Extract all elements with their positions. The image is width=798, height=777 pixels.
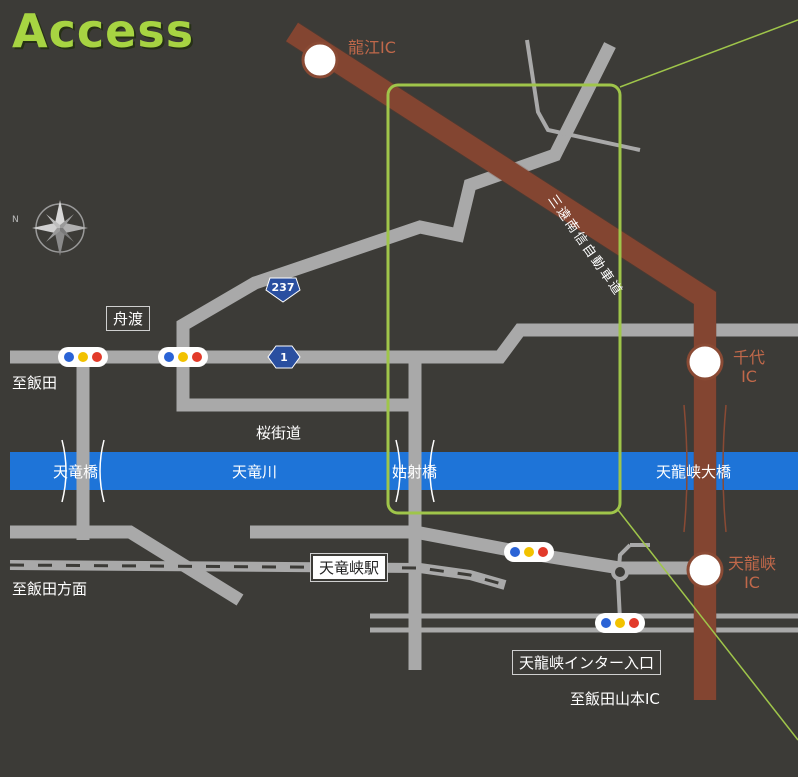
ic-tenryukyo-label-line1: 天龍峡 — [728, 554, 777, 573]
expressway-edge — [285, 21, 717, 700]
traffic-light-4 — [595, 613, 645, 633]
ic-tatsue-marker — [301, 41, 339, 79]
tenryu-river-label: 天竜川 — [232, 463, 278, 481]
ic-tatsue-label: 龍江IC — [348, 38, 396, 57]
route-237-badge: 237 — [271, 280, 295, 294]
thin-road-loop — [615, 543, 632, 621]
tenryu-bridge-label: 天竜橋 — [53, 463, 99, 481]
route-1-road — [10, 323, 798, 364]
ic-chiyo-marker — [686, 343, 724, 381]
bridge-bracket-chiyo-r — [722, 404, 727, 533]
zoom-line-bottom — [617, 509, 798, 741]
route-237-badge-shape — [265, 277, 301, 303]
zoom-line-top — [619, 19, 798, 88]
compass-icon — [32, 200, 88, 256]
sakura-kaido-label: 桜街道 — [256, 424, 302, 442]
roundabout — [611, 563, 629, 581]
highlight-frame — [386, 83, 622, 515]
sakura-kaido-road — [176, 357, 415, 412]
bridge-bracket-tenryu-r — [99, 439, 105, 503]
ic-entrance-label: 天龍峡インター入口 — [512, 650, 662, 675]
route-1-badge-shape — [267, 345, 301, 369]
ic-tenryukyo-label: 天龍峡 IC — [728, 554, 776, 592]
ic-chiyo-label-line2: IC — [741, 367, 757, 386]
to-iida-label: 至飯田 — [12, 374, 58, 392]
bridge-bracket-kashiwai-l — [395, 439, 401, 503]
ic-chiyo-label-line1: 千代 — [733, 348, 766, 367]
funato-label: 舟渡 — [106, 306, 151, 331]
expressway — [286, 22, 716, 700]
ic-chiyo-label: 千代 IC — [733, 348, 765, 386]
route-1-badge: 1 — [280, 350, 288, 364]
traffic-light-2 — [158, 347, 208, 367]
bridge-bracket-kashiwai-r — [429, 439, 435, 503]
traffic-light-1 — [58, 347, 108, 367]
compass-north-mark: N — [12, 215, 19, 225]
traffic-light-3 — [504, 542, 554, 562]
ic-tenryukyo-marker — [686, 551, 724, 589]
ic-tenryukyo-label-line2: IC — [744, 573, 760, 592]
tenryu-river — [10, 452, 798, 490]
to-yamamoto-ic-label: 至飯田山本IC — [570, 690, 660, 708]
to-iida-direction-label: 至飯田方面 — [12, 580, 88, 598]
route-237-road — [176, 42, 616, 357]
diagonal-road — [10, 525, 244, 606]
bridge-bracket-chiyo-l — [683, 404, 688, 533]
kashiwai-bridge-label: 姑射橋 — [392, 463, 438, 481]
bridge-bracket-tenryu-l — [61, 439, 67, 503]
railway-dashes — [9, 563, 506, 587]
station-label: 天竜峡駅 — [309, 553, 389, 582]
page-title: Access — [12, 4, 195, 58]
thin-road-north-1 — [525, 39, 641, 152]
tenryukyo-bridge-label: 天龍峡大橋 — [656, 463, 732, 481]
